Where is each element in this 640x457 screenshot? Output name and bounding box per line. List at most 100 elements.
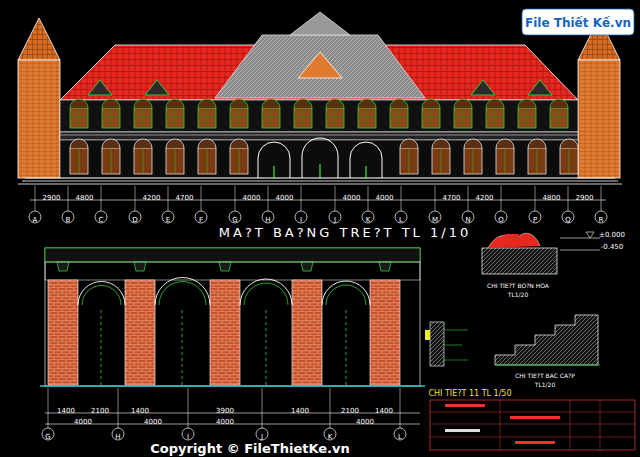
- detail-scale: TL1/20: [535, 381, 555, 388]
- logo-text: File Thiết Kế.vn: [525, 16, 631, 30]
- drawing-title: MA?T BA?NG TRE?T TL 1/10: [219, 225, 471, 240]
- grid-letter-holder: J: [261, 426, 263, 442]
- dimension-text: 4000: [376, 194, 394, 202]
- grid-letter: B: [66, 216, 71, 224]
- dimension-text-holder: 1400: [375, 400, 393, 416]
- level-mark-holder: ±0.000: [599, 224, 625, 240]
- drawing-title-holder: MA?T BA?NG TRE?T TL 1/10: [219, 224, 471, 240]
- grid-letter: H: [265, 216, 270, 224]
- grid-letter: K: [366, 216, 371, 224]
- grid-letter-holder: R: [599, 209, 604, 225]
- dimension-text-holder: 4700: [176, 187, 194, 203]
- grid-letter-holder: Q: [565, 209, 571, 225]
- detail-title: CHI TIE?T 11 TL 1/50: [428, 389, 511, 398]
- grid-letter-holder: D: [132, 209, 137, 225]
- dimension-text-holder: 1400: [57, 400, 75, 416]
- grid-letter-holder: N: [465, 209, 470, 225]
- grid-letter-holder: A: [33, 209, 38, 225]
- grid-letter-holder: B: [66, 209, 71, 225]
- grid-letter: G: [45, 433, 50, 441]
- grid-letter: L: [399, 216, 403, 224]
- level-mark: ±0.000: [599, 231, 625, 239]
- logo-text-holder: File Thiết Kế.vn: [525, 14, 631, 30]
- dimension-text: 4000: [356, 418, 374, 426]
- dimension-text-holder: 3900: [216, 400, 234, 416]
- detail-title: CHI TIE?T BO?N HOA: [487, 282, 549, 289]
- dimension-text-holder: 4000: [243, 187, 261, 203]
- detail-scale-holder: TL1/20: [535, 374, 555, 390]
- detail-title: CHI TIE?T BAC CA?P: [515, 372, 575, 379]
- grid-letter: R: [599, 216, 604, 224]
- dimension-text-holder: 4000: [356, 411, 374, 427]
- grid-letter: E: [166, 216, 170, 224]
- dimension-text: 4000: [276, 194, 294, 202]
- dimension-text: 4800: [543, 194, 561, 202]
- grid-letter: J: [334, 216, 336, 224]
- grid-letter-holder: E: [166, 209, 170, 225]
- dimension-text-holder: 2100: [91, 400, 109, 416]
- grid-letter: K: [328, 433, 333, 441]
- dimension-text: 1400: [375, 407, 393, 415]
- grid-letter-holder: L: [399, 209, 403, 225]
- grid-letter: Q: [565, 216, 571, 224]
- dimension-text-holder: 4000: [376, 187, 394, 203]
- grid-letter-holder: H: [115, 426, 120, 442]
- dimension-text-holder: 2900: [43, 187, 61, 203]
- grid-letter-holder: G: [232, 209, 237, 225]
- grid-letter-holder: L: [398, 426, 402, 442]
- dimension-text: 2900: [43, 194, 61, 202]
- grid-letter: N: [465, 216, 470, 224]
- dimension-text-holder: 4800: [76, 187, 94, 203]
- dimension-text-holder: 4000: [144, 411, 162, 427]
- grid-letter: P: [533, 216, 537, 224]
- dimension-text-holder: 4800: [543, 187, 561, 203]
- watermark-holder: Copyright © FileThietKe.vn: [150, 440, 350, 456]
- dimension-text-holder: 4000: [216, 411, 234, 427]
- detail-scale-holder: TL1/20: [508, 284, 528, 300]
- grid-letter-holder: K: [328, 426, 333, 442]
- grid-letter: F: [199, 216, 203, 224]
- dimension-text: 4700: [176, 194, 194, 202]
- grid-letter-holder: F: [199, 209, 203, 225]
- dimension-text: 4200: [476, 194, 494, 202]
- grid-letter-holder: O: [498, 209, 504, 225]
- dimension-text: 4800: [76, 194, 94, 202]
- dimension-text: 4200: [143, 194, 161, 202]
- dimension-text: 1400: [131, 407, 149, 415]
- grid-letter-holder: I: [300, 209, 302, 225]
- dimension-text-holder: 1400: [291, 400, 309, 416]
- detail-title-holder: CHI TIE?T BO?N HOA: [487, 275, 549, 291]
- grid-letter-holder: P: [533, 209, 537, 225]
- dimension-text: 1400: [57, 407, 75, 415]
- grid-letter: H: [115, 433, 120, 441]
- grid-letter: M: [432, 216, 438, 224]
- dimension-text: 2100: [341, 407, 359, 415]
- grid-letter-holder: C: [99, 209, 104, 225]
- grid-letter-holder: G: [45, 426, 50, 442]
- grid-letter-holder: M: [432, 209, 438, 225]
- dimension-text-holder: 4200: [476, 187, 494, 203]
- detail-title-holder: CHI TIE?T BAC CA?P: [515, 365, 575, 381]
- dimension-text: 4000: [144, 418, 162, 426]
- dimension-text-holder: 4700: [443, 187, 461, 203]
- dimension-text: 3900: [216, 407, 234, 415]
- watermark: Copyright © FileThietKe.vn: [150, 441, 350, 456]
- grid-letter: I: [187, 433, 189, 441]
- dimension-text: 1400: [291, 407, 309, 415]
- dimension-text: 4000: [74, 418, 92, 426]
- grid-letter-holder: K: [366, 209, 371, 225]
- grid-letter: C: [99, 216, 104, 224]
- dimension-text-holder: 4000: [276, 187, 294, 203]
- dimension-text: 4000: [343, 194, 361, 202]
- grid-letter-holder: H: [265, 209, 270, 225]
- level-mark-holder: -0.450: [601, 236, 624, 252]
- detail-title-holder: CHI TIE?T 11 TL 1/50: [428, 383, 511, 399]
- grid-letter-holder: J: [334, 209, 336, 225]
- grid-letter: G: [232, 216, 237, 224]
- dimension-text-holder: 4000: [74, 411, 92, 427]
- dimension-text: 4000: [216, 418, 234, 426]
- grid-letter-holder: I: [187, 426, 189, 442]
- dimension-text-holder: 1400: [131, 400, 149, 416]
- dimension-text: 2100: [91, 407, 109, 415]
